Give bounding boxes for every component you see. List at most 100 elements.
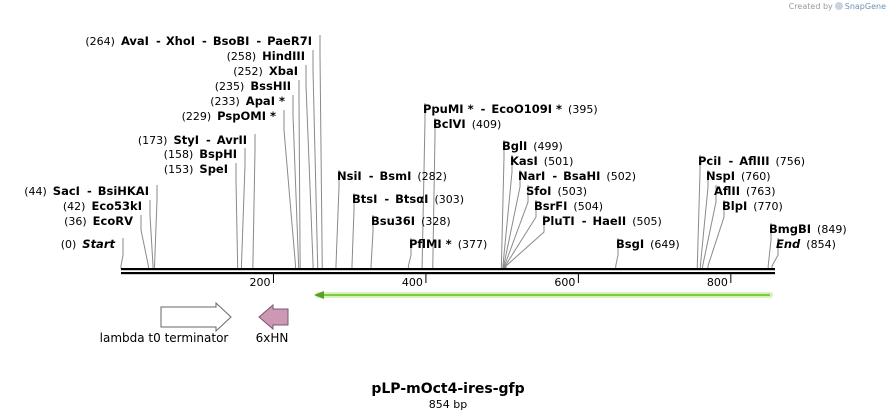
enzyme-name: XbaI: [269, 64, 298, 78]
site-label-s328[interactable]: Bsu36I(328): [371, 214, 451, 228]
site-connector-s756: [696, 155, 701, 269]
enzyme-name: AvrII: [217, 133, 247, 147]
site-connector-s504: [504, 200, 537, 269]
site-label-s501[interactable]: KasI(501): [510, 154, 573, 168]
backbone-top-strand: [121, 268, 775, 271]
ruler-tick-label: 600: [554, 276, 575, 289]
site-label-s499[interactable]: BglI(499): [502, 139, 563, 153]
enzyme-name: SacI: [53, 184, 80, 198]
site-position: (282): [417, 170, 447, 183]
enzyme-name: BspHI: [199, 147, 237, 161]
site-label-s264[interactable]: (264)AvaI-XhoI-BsoBI-PaeR7I: [85, 34, 312, 48]
site-connector-s303: [351, 193, 355, 269]
site-label-s649[interactable]: BsgI(649): [616, 237, 680, 251]
site-label-s502[interactable]: NarI-BsaHI(502): [518, 169, 636, 183]
site-label-s505[interactable]: PluTI-HaeII(505): [542, 214, 662, 228]
site-connector-s409: [432, 118, 436, 269]
enzyme-name: NspI: [706, 169, 735, 183]
site-label-s44[interactable]: (44)SacI-BsiHKAI: [24, 184, 149, 198]
site-position: (303): [434, 193, 464, 206]
enzyme-name: BssHII: [250, 79, 291, 93]
site-label-s770[interactable]: BlpI(770): [722, 199, 783, 213]
site-connector-s44: [154, 185, 158, 269]
enzyme-name: NarI: [518, 169, 545, 183]
enzyme-name: -: [582, 214, 587, 228]
site-position: (158): [164, 148, 194, 161]
enzyme-name: AflII: [714, 184, 740, 198]
site-label-s303[interactable]: BtsI-BtsαI(303): [352, 192, 464, 206]
site-position: (503): [557, 185, 587, 198]
enzyme-name: BsrFI: [534, 199, 567, 213]
enzyme-name: -: [481, 102, 486, 116]
site-connector-s36: [140, 215, 149, 269]
enzyme-name: AvaI: [121, 34, 149, 48]
orf-arrow[interactable]: [314, 291, 773, 299]
site-label-s42[interactable]: (42)Eco53kI: [63, 199, 142, 213]
product-name: SnapGene: [844, 2, 886, 11]
enzyme-name: Start: [82, 237, 115, 251]
enzyme-name: BclVI: [433, 117, 466, 131]
site-label-s395[interactable]: PpuMI *-EcoO109I *(395): [423, 102, 598, 116]
enzyme-name: ApaI *: [246, 94, 285, 108]
dna-backbone: [121, 268, 775, 275]
created-by-text: Created by: [788, 2, 833, 11]
enzyme-name: HindIII: [262, 49, 305, 63]
site-label-s173[interactable]: (173)StyI-AvrII: [138, 133, 247, 147]
site-position: (42): [63, 200, 86, 213]
enzyme-name: EcoRV: [93, 214, 133, 228]
enzyme-name: BsoBI: [213, 34, 250, 48]
site-label-s233[interactable]: (233)ApaI *: [210, 94, 285, 108]
site-position: (258): [227, 50, 257, 63]
feature-label-6xhn: 6xHN: [256, 331, 289, 345]
site-label-s756[interactable]: PciI-AflIII(756): [698, 154, 805, 168]
site-position: (763): [746, 185, 776, 198]
site-position: (854): [806, 238, 836, 251]
enzyme-name: SpeI: [199, 162, 228, 176]
site-label-s854[interactable]: End(854): [776, 237, 836, 251]
enzyme-name: BglI: [502, 139, 527, 153]
site-label-s258[interactable]: (258) HindIII: [227, 49, 305, 63]
site-label-s158[interactable]: (158) BspHI: [164, 147, 237, 161]
feature-label-lambda-t0-terminator: lambda t0 terminator: [100, 331, 229, 345]
site-position: (229): [182, 110, 212, 123]
site-label-s504[interactable]: BsrFI(504): [534, 199, 603, 213]
enzyme-name: PaeR7I: [267, 34, 312, 48]
enzyme-name: PpuMI *: [423, 102, 474, 116]
site-label-s377[interactable]: PflMI *(377): [409, 237, 487, 251]
site-label-s0[interactable]: (0)Start: [61, 237, 116, 251]
site-label-s252[interactable]: (252)XbaI: [233, 64, 298, 78]
site-connector-s282: [335, 170, 340, 269]
enzyme-name: -: [384, 192, 389, 206]
site-label-s36[interactable]: (36)EcoRV: [64, 214, 133, 228]
site-label-s503[interactable]: SfoI(503): [526, 184, 587, 198]
enzyme-name: -: [206, 133, 211, 147]
site-label-s760[interactable]: NspI (760): [706, 169, 771, 183]
enzyme-name: BtsI: [352, 192, 377, 206]
snapgene-branding: Created by SnapGene: [789, 2, 886, 11]
site-label-s409[interactable]: BclVI (409): [433, 117, 501, 131]
site-connector-s235: [298, 80, 301, 269]
enzyme-name: -: [156, 34, 161, 48]
site-label-s849[interactable]: BmgBI(849): [769, 222, 847, 236]
ruler-tick-label: 800: [707, 276, 728, 289]
plasmid-size: 854 bp: [429, 398, 467, 411]
site-label-s763[interactable]: AflII (763): [714, 184, 776, 198]
site-position: (264): [85, 35, 115, 48]
site-label-s153[interactable]: (153)SpeI: [164, 162, 228, 176]
site-label-s229[interactable]: (229)PspOMI *: [182, 109, 276, 123]
site-connector-s153: [235, 163, 239, 269]
feature-lambda-t0-terminator[interactable]: lambda t0 terminator: [100, 301, 232, 345]
enzyme-name: BlpI: [722, 199, 747, 213]
site-position: (409): [472, 118, 502, 131]
enzyme-name: -: [256, 34, 261, 48]
site-connector-s501: [502, 155, 513, 269]
site-position: (760): [741, 170, 771, 183]
enzyme-name: XhoI: [166, 34, 195, 48]
site-label-s282[interactable]: NsiI-BsmI(282): [337, 169, 447, 183]
enzyme-name: -: [87, 184, 92, 198]
site-connector-s502: [503, 170, 521, 269]
site-connector-s0: [120, 238, 124, 269]
site-label-s235[interactable]: (235)BssHII: [215, 79, 291, 93]
feature-6xhn[interactable]: 6xHN: [256, 303, 289, 345]
site-position: (44): [24, 185, 47, 198]
